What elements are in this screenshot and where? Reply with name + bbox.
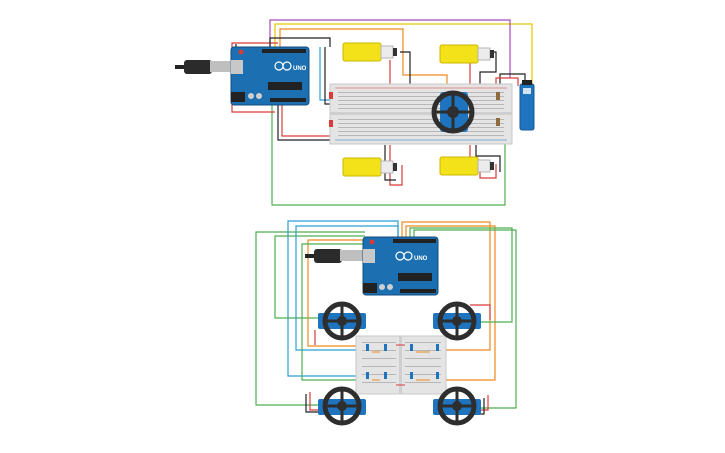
board-body xyxy=(230,46,310,106)
wire-green[interactable] xyxy=(255,231,365,406)
servo-wheel[interactable] xyxy=(433,386,481,426)
wheel-icon xyxy=(437,386,477,426)
wire-black[interactable] xyxy=(400,51,411,88)
bottom-wires xyxy=(255,220,517,415)
servo-wheel[interactable] xyxy=(318,386,366,426)
center-groove xyxy=(330,112,512,115)
wire-black[interactable] xyxy=(277,100,332,141)
arduino-uno-top[interactable]: UNO xyxy=(175,46,310,106)
wire-green[interactable] xyxy=(274,235,365,319)
wire-orange[interactable] xyxy=(307,239,365,347)
reset-button[interactable] xyxy=(369,239,375,245)
transistor xyxy=(366,344,369,351)
header-bottom xyxy=(270,98,306,102)
usb-connector xyxy=(340,250,364,261)
arduino-logo-icon xyxy=(274,61,284,71)
wire-green[interactable] xyxy=(301,243,365,381)
servo-motor[interactable] xyxy=(519,80,535,131)
servo-wheel[interactable] xyxy=(318,301,366,341)
wire-black[interactable] xyxy=(269,37,331,47)
top-circuit: UNO xyxy=(175,19,535,206)
hole-grid xyxy=(338,92,504,136)
wire-red[interactable] xyxy=(281,100,332,137)
led[interactable] xyxy=(329,120,333,127)
capacitor xyxy=(387,284,393,290)
resistor xyxy=(496,118,500,126)
resistor xyxy=(496,92,500,100)
dc-motor[interactable] xyxy=(342,42,397,62)
capacitor xyxy=(248,93,254,99)
header-top xyxy=(393,239,436,243)
wire-red[interactable] xyxy=(470,304,491,320)
usb-cable xyxy=(305,254,315,258)
wire-yellow[interactable] xyxy=(274,23,533,86)
transistor xyxy=(384,344,387,351)
wheel-icon xyxy=(322,386,362,426)
reset-button[interactable] xyxy=(238,49,244,55)
power-jack xyxy=(363,283,377,293)
arduino-logo-icon xyxy=(395,251,405,261)
wire-orange[interactable] xyxy=(401,221,491,351)
wire-orange[interactable] xyxy=(405,225,496,381)
wire-black[interactable] xyxy=(475,145,501,172)
chip xyxy=(398,273,432,281)
capacitor xyxy=(379,284,385,290)
servo-wheel[interactable] xyxy=(433,301,481,341)
power-jack xyxy=(231,92,245,102)
wire-green[interactable] xyxy=(271,100,506,206)
board-label: UNO xyxy=(293,66,307,72)
transistor xyxy=(436,344,439,351)
led[interactable] xyxy=(329,92,333,99)
transistor xyxy=(384,372,387,379)
wire-purple[interactable] xyxy=(269,19,511,78)
header-bottom xyxy=(400,289,436,293)
bottom-circuit: UNO xyxy=(255,220,517,426)
wheel-icon xyxy=(431,90,475,134)
center-groove xyxy=(399,336,402,394)
servo-wheel[interactable] xyxy=(431,90,475,134)
usb-port xyxy=(363,249,375,263)
chip xyxy=(268,82,302,90)
header-top xyxy=(262,49,306,53)
arduino-uno-bottom[interactable]: UNO xyxy=(305,236,439,296)
wire-black[interactable] xyxy=(384,145,396,181)
usb-plug xyxy=(184,60,212,74)
breadboard-top[interactable] xyxy=(329,83,513,145)
usb-connector xyxy=(210,61,230,72)
dc-motor[interactable] xyxy=(439,44,494,64)
transistor xyxy=(366,372,369,379)
usb-plug xyxy=(314,249,342,263)
board-label: UNO xyxy=(414,256,428,262)
transistor xyxy=(410,372,413,379)
transistor xyxy=(410,344,413,351)
wheel-icon xyxy=(437,301,477,341)
hole-grid xyxy=(362,342,441,383)
wire-green[interactable] xyxy=(409,227,513,323)
capacitor xyxy=(256,93,262,99)
wheel-icon xyxy=(322,301,362,341)
wire-cyan[interactable] xyxy=(295,225,399,351)
wire-green[interactable] xyxy=(413,229,517,409)
dc-motor[interactable] xyxy=(439,156,494,176)
transistor xyxy=(436,372,439,379)
breadboard-bottom[interactable] xyxy=(355,335,447,395)
dc-motor[interactable] xyxy=(342,157,397,177)
usb-cable xyxy=(175,65,185,69)
wire-cyan[interactable] xyxy=(319,47,332,101)
wire-red[interactable] xyxy=(495,77,519,88)
usb-port xyxy=(231,60,243,74)
